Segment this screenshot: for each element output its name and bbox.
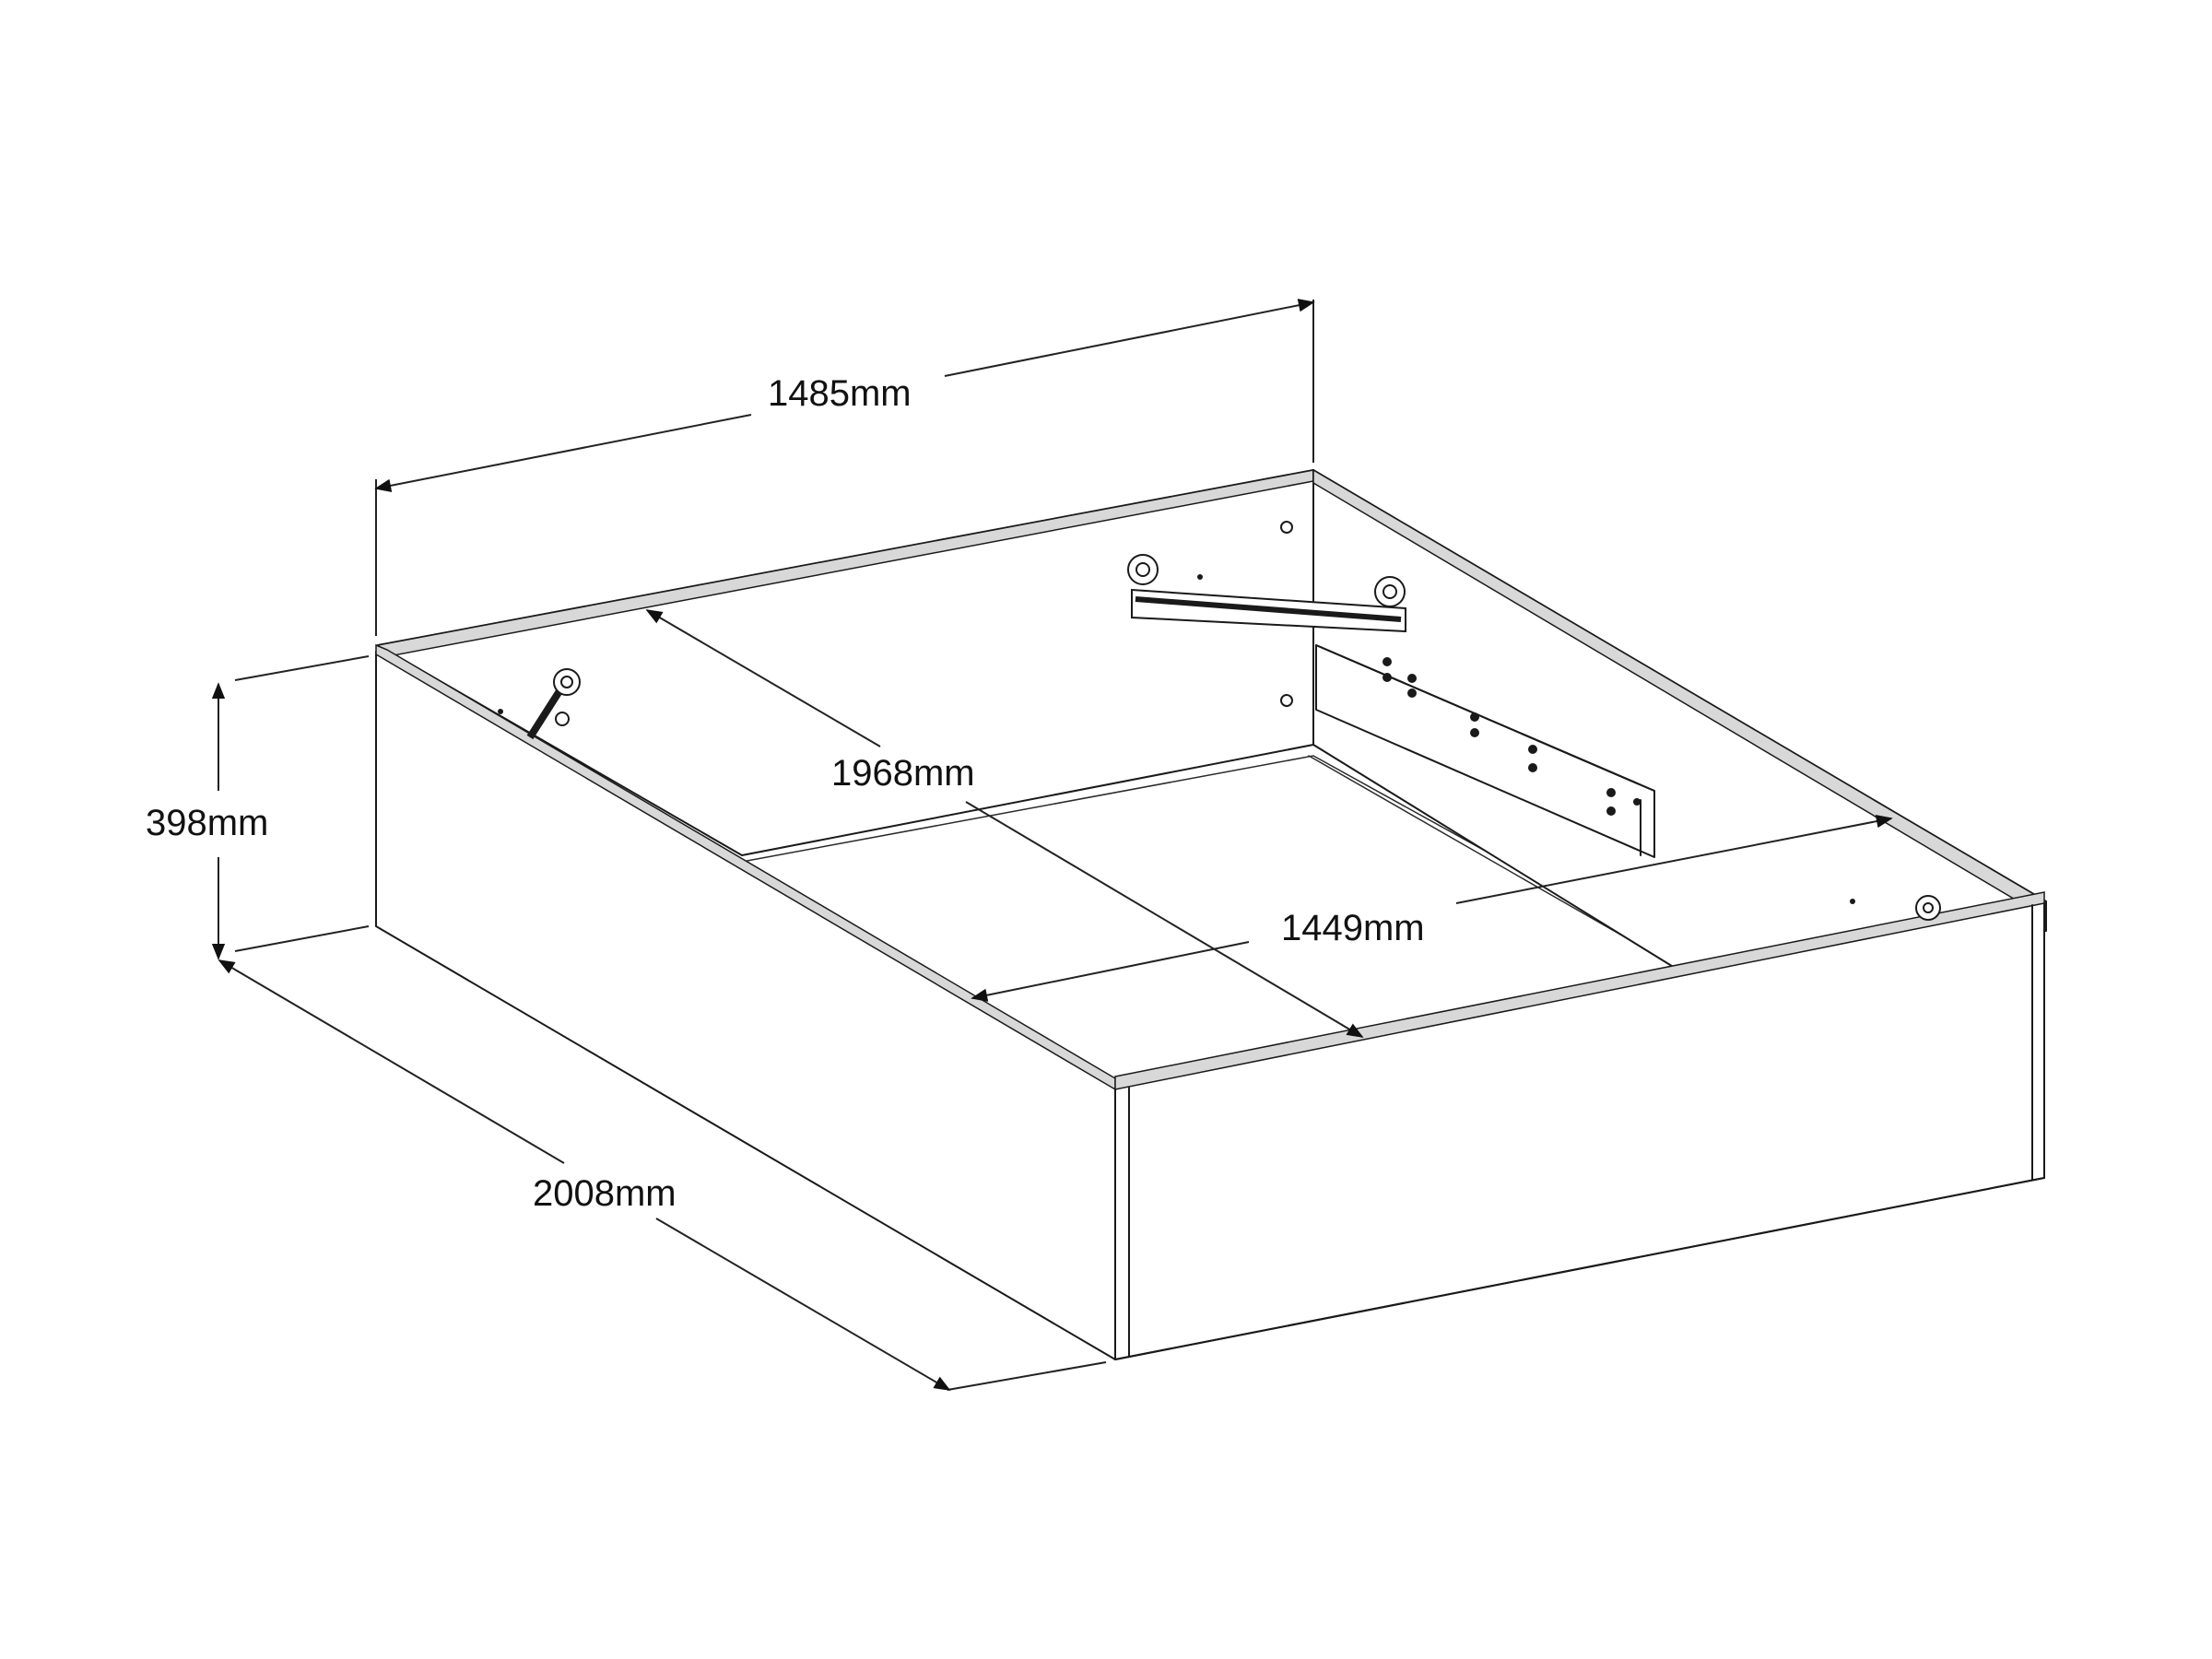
back-panel-hole-upper: [1280, 521, 1293, 534]
hinge-bracket-left-icon: [526, 668, 581, 740]
length-extension-front: [947, 1361, 1107, 1391]
inner-width-label: 1449mm: [1281, 908, 1425, 948]
connector-front-right-icon: [1850, 895, 1941, 921]
dimension-lines: [211, 299, 1893, 1391]
length-label: 2008mm: [533, 1173, 677, 1214]
length-dimension-line-top: [218, 959, 565, 1164]
bed-frame: [375, 468, 2048, 1360]
foot-panel: [1114, 900, 2045, 1360]
inner-width-dimension-line-left: [971, 941, 1250, 1002]
back-left-pin: [498, 709, 503, 714]
width-dimension-line-left: [374, 414, 752, 492]
inner-length-dimension-line-bottom: [965, 801, 1364, 1038]
back-panel-hole-lower: [1280, 694, 1293, 707]
hardware: [498, 521, 1941, 921]
foot-panel-top-edge: [1114, 891, 2045, 1090]
inner-length-dimension-line-top: [645, 609, 881, 747]
height-extension-bottom: [234, 925, 370, 952]
height-label: 398mm: [146, 803, 268, 843]
frame-bottom-edge: [1114, 1177, 2045, 1360]
inner-length-label: 1968mm: [831, 753, 975, 794]
width-dimension-line-right: [944, 299, 1315, 377]
support-rail-top-edge: [1315, 644, 1655, 792]
cross-bracket-icon: [1127, 554, 1406, 633]
width-label: 1485mm: [768, 373, 912, 414]
inner-width-dimension-line-right: [1455, 815, 1893, 904]
support-rail-holes: [1382, 657, 1641, 816]
height-extension-top: [234, 655, 370, 681]
length-dimension-line-bottom: [655, 1218, 951, 1391]
